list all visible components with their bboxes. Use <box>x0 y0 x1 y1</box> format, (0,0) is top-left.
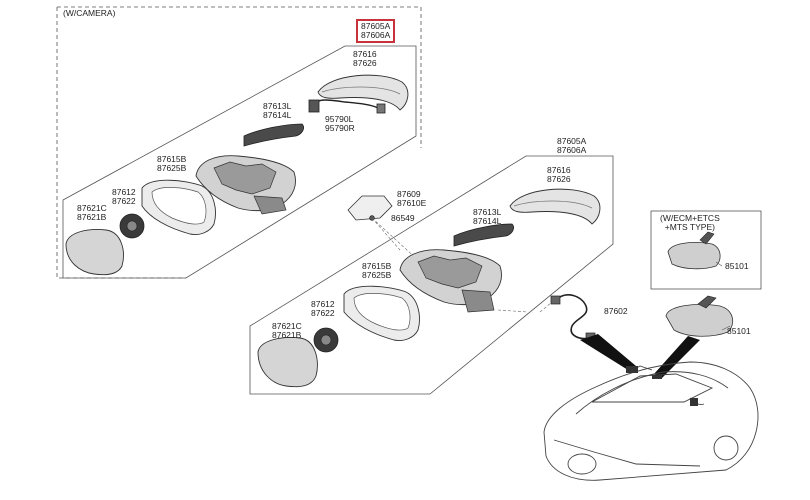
lower-repeater-codes: 87613L 87614L <box>473 208 501 226</box>
lower-assembly-codes: 87605A 87606A <box>557 137 586 155</box>
upper-glass-code: 87621C <box>77 203 107 213</box>
lower-actuator-hub <box>320 334 332 346</box>
upper-assembly-codes: 87605A 87606A <box>356 19 396 43</box>
upper-mirror-glass <box>65 229 124 276</box>
upper-housing-codes: 87615B 87625B <box>157 155 186 173</box>
harness-code: 87602 <box>604 306 628 316</box>
lower-assembly-code: 87605A <box>557 136 587 146</box>
inset-note: (W/ECM+ETCS +MTS TYPE) <box>660 214 720 232</box>
upper-housing-code: 87625B <box>157 163 187 173</box>
lower-mirror-cover-edge <box>513 200 593 209</box>
upper-glass-code: 87621B <box>77 212 107 222</box>
upper-housing-base <box>253 195 287 215</box>
upper-camera-harness <box>314 99 379 109</box>
pointer-to-inside-mirror <box>654 336 700 378</box>
lower-glass-code: 87621C <box>272 321 302 331</box>
upper-side-repeater <box>243 123 304 147</box>
inside-rear-mirror <box>665 304 734 337</box>
upper-parts-frame <box>62 45 417 279</box>
upper-camera-code: 95790R <box>325 123 355 133</box>
lower-mirror-glass <box>257 337 318 388</box>
upper-repeater-code: 87613L <box>263 101 292 111</box>
lower-mirror-cover <box>509 188 601 225</box>
lower-repeater-code: 87613L <box>473 207 502 217</box>
lower-screw-code: 86549 <box>391 213 415 223</box>
lower-housing-code: 87625B <box>362 270 392 280</box>
upper-camera-code: 95790L <box>325 114 354 124</box>
wiring-harness <box>555 294 591 340</box>
upper-cover-code: 87616 <box>353 49 377 59</box>
upper-cover-code: 87626 <box>353 58 377 68</box>
upper-mirror-frame-inner <box>151 187 207 225</box>
harness-connector-top <box>550 295 561 305</box>
lower-repeater-code: 87614L <box>473 216 502 226</box>
inset-mirror-code: 85101 <box>725 261 749 271</box>
lower-mirror-frame-inner <box>353 293 411 331</box>
lower-cover-codes: 87616 87626 <box>547 166 571 184</box>
lower-housing-detail <box>417 255 483 289</box>
inset-inside-mirror <box>667 242 721 270</box>
upper-camera-connector <box>376 103 386 114</box>
car-right-mirror-marker <box>690 398 698 406</box>
lower-bracket-code: 87610E <box>397 198 427 208</box>
upper-camera-codes: 95790L 95790R <box>325 115 355 133</box>
lower-glass-code: 87621B <box>272 330 302 340</box>
lower-cover-code: 87616 <box>547 165 571 175</box>
inset-mirror-stem <box>699 231 715 245</box>
upper-assembly-code: 87605A <box>361 21 391 31</box>
upper-actuator-hub <box>126 220 138 232</box>
inside-mirror-leader <box>721 325 731 331</box>
upper-camera-module <box>308 99 320 113</box>
car-door-mirror-marker <box>626 366 638 373</box>
upper-housing-detail <box>213 161 277 195</box>
lower-assembly-code: 87606A <box>557 145 587 155</box>
lower-parts-frame <box>249 155 614 395</box>
harness-leader <box>497 301 553 313</box>
upper-housing-code: 87615B <box>157 154 187 164</box>
lower-motor-codes: 87612 87622 <box>311 300 335 318</box>
inset-frame <box>650 210 762 290</box>
inset-note-line: +MTS TYPE) <box>664 222 715 232</box>
car-inside-mirror-marker <box>652 375 662 379</box>
lower-housing-code: 87615B <box>362 261 392 271</box>
upper-assembly-code: 87606A <box>361 30 391 40</box>
lower-housing-codes: 87615B 87625B <box>362 262 391 280</box>
car-outline <box>543 361 759 481</box>
lower-motor-code: 87622 <box>311 308 335 318</box>
inset-note-line: (W/ECM+ETCS <box>660 213 720 223</box>
upper-mirror-cover-edge <box>321 86 401 95</box>
upper-repeater-codes: 87613L 87614L <box>263 102 291 120</box>
lower-bracket <box>347 195 393 221</box>
upper-motor-codes: 87612 87622 <box>112 188 136 206</box>
upper-glass-codes: 87621C 87621B <box>77 204 107 222</box>
upper-cover-codes: 87616 87626 <box>353 50 377 68</box>
lower-glass-codes: 87621C 87621B <box>272 322 302 340</box>
upper-camera-note: (W/CAMERA) <box>63 8 116 18</box>
upper-mirror-cover <box>317 74 409 111</box>
lower-bracket-code: 87609 <box>397 189 421 199</box>
lower-side-repeater <box>453 223 514 247</box>
lower-motor-code: 87612 <box>311 299 335 309</box>
upper-repeater-code: 87614L <box>263 110 292 120</box>
upper-motor-code: 87612 <box>112 187 136 197</box>
inset-leader <box>715 261 723 267</box>
inside-mirror-code: 85101 <box>727 326 751 336</box>
inside-mirror-stem <box>697 295 717 309</box>
pointer-to-door-mirror <box>580 334 636 370</box>
lower-bracket-codes: 87609 87610E <box>397 190 426 208</box>
lower-cover-code: 87626 <box>547 174 571 184</box>
upper-motor-code: 87622 <box>112 196 136 206</box>
lower-housing-base <box>461 289 495 313</box>
